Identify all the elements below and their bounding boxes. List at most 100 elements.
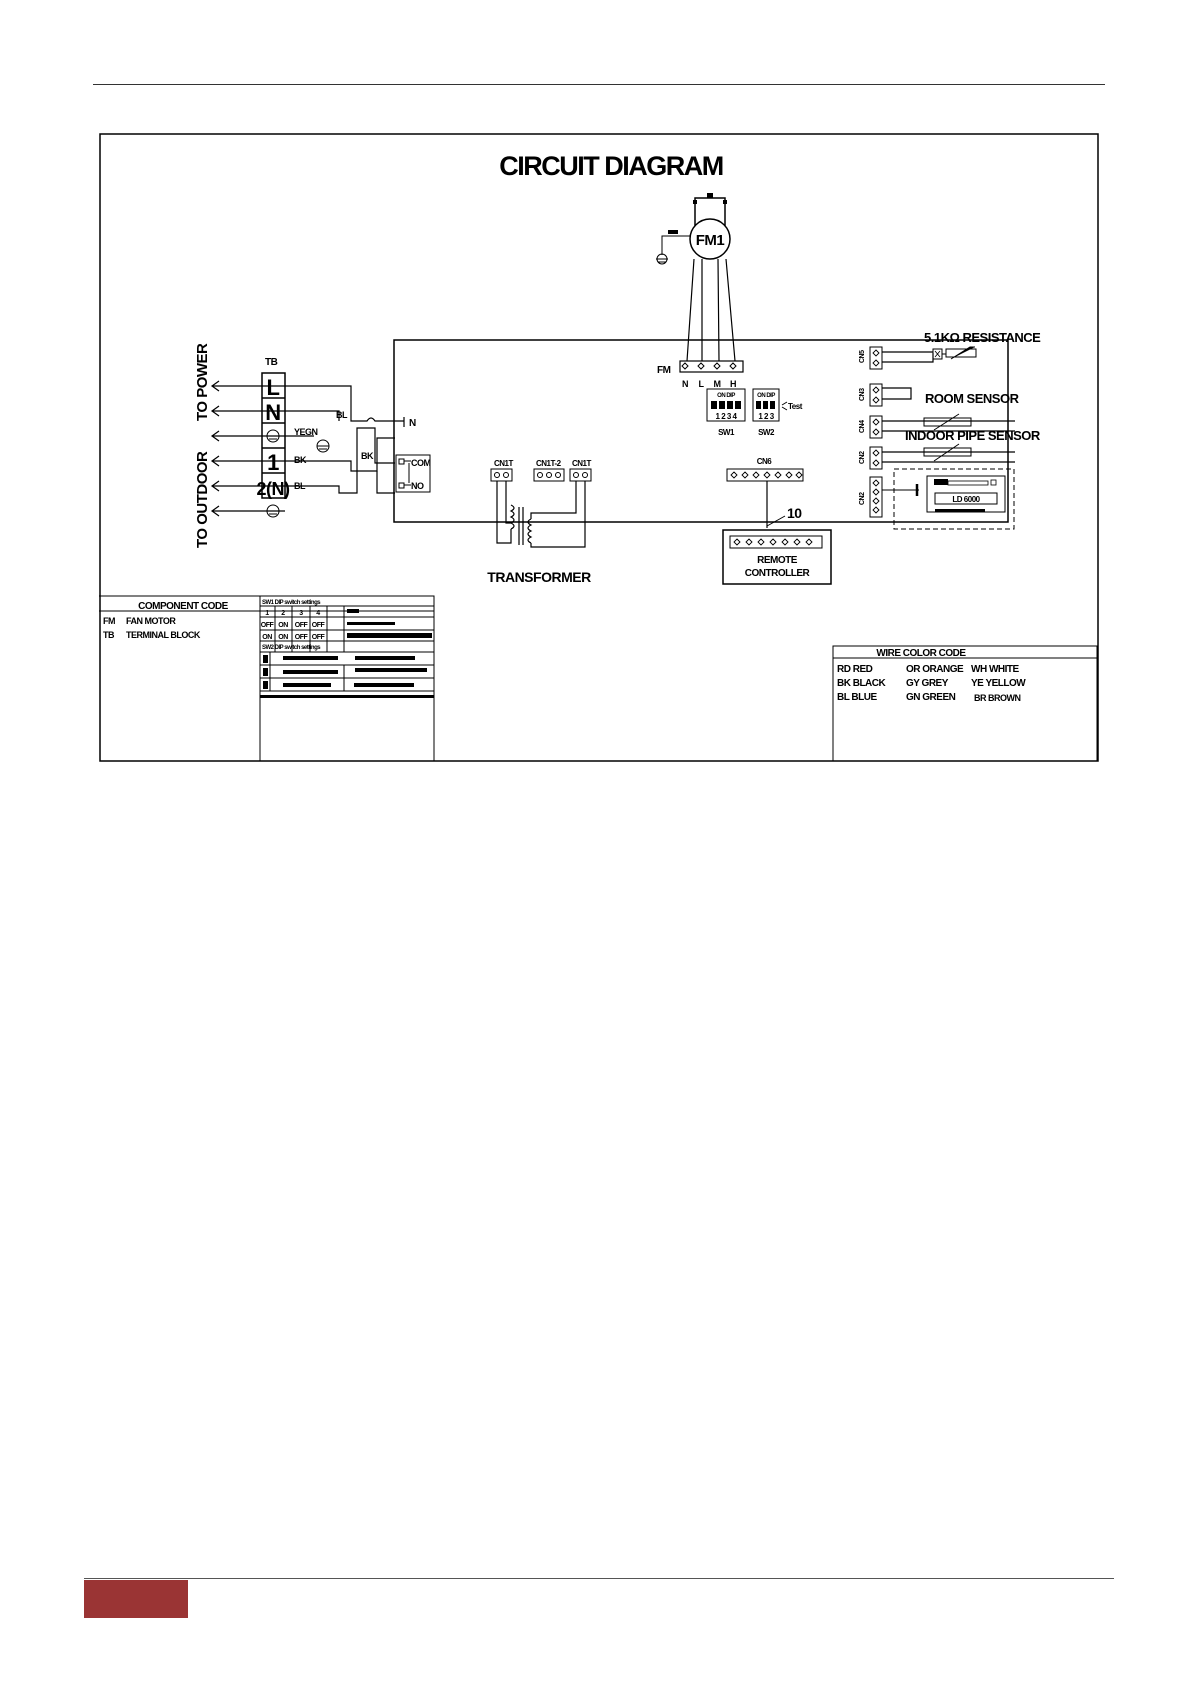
sw1-numbers: 1 2 3 4 (716, 412, 738, 421)
pipe-sensor-label: INDOOR PIPE SENSOR (905, 428, 1041, 443)
sw1-label: SW1 (718, 428, 735, 437)
cn-label-2: CN1T-2 (536, 459, 562, 468)
diagram-frame (99, 133, 1099, 762)
tb-terminal-2n: 2(N) (257, 479, 291, 499)
fm-pin-n: N (682, 379, 688, 389)
transformer (496, 481, 586, 548)
wcc-r2c3: YE YELLOW (971, 678, 1026, 689)
component-code-title: COMPONENT CODE (138, 601, 229, 612)
cn-connector-4: CN6 (726, 457, 804, 482)
wire-label-bk1: BK (294, 455, 307, 465)
dip-row2-c4: OFF (312, 634, 326, 641)
rc-label-4: CN2 (859, 451, 866, 464)
wire-label-bl2: BL (294, 481, 306, 491)
power-arrows (210, 380, 285, 517)
room-sensor-label: ROOM SENSOR (925, 391, 1020, 406)
wire-color-title: WIRE COLOR CODE (876, 648, 966, 659)
wcc-r1c2: OR ORANGE (906, 664, 964, 675)
tb-terminal-l: L (267, 375, 280, 400)
component-code-fm: FM (103, 616, 115, 626)
fm-connector-label: FM (657, 365, 671, 376)
dip-switch-sw2: ON DIP 1 2 3 SW2 Test (752, 388, 803, 437)
relay-no-label: NO (411, 481, 424, 491)
remote-label-2: CONTROLLER (745, 568, 811, 579)
cn-connector-3: CN1T (569, 459, 592, 482)
right-connectors: CN5 CN3 CN4 CN2 CN2 (859, 346, 883, 518)
resistance-component: 5.1KΩ RESISTANCE (882, 330, 1042, 363)
ld-module-label: LD 6000 (952, 495, 980, 504)
tb-terminal-n: N (265, 400, 280, 425)
cn-connector-1: CN1T (490, 459, 514, 482)
cn-connector-2: CN1T-2 (533, 459, 565, 482)
dip-table-h3: 3 (299, 610, 303, 617)
remote-number: 10 (787, 505, 802, 521)
dip-settings-table (259, 595, 435, 762)
wire-label-bk2: BK (361, 451, 374, 461)
to-outdoor-label: TO OUTDOOR (194, 451, 211, 548)
footer-accent-block (84, 1580, 188, 1618)
ld-module: LD 6000 (882, 468, 1015, 530)
fm-connector: FM N L M H (657, 360, 744, 389)
transformer-label: TRANSFORMER (487, 569, 591, 585)
component-name-fm: FAN MOTOR (126, 616, 176, 626)
ground-icon-outdoor (266, 504, 280, 518)
dip-row2-c3: OFF (295, 634, 309, 641)
wire-color-code-box: WIRE COLOR CODE RD RED OR ORANGE WH WHIT… (832, 645, 1098, 762)
sw1-top-label: ON DIP (717, 393, 735, 399)
test-label: Test (788, 402, 803, 411)
rc-label-3: CN4 (859, 420, 866, 433)
wcc-r1c1: RD RED (837, 664, 873, 675)
circuit-diagram: CIRCUIT DIAGRAM FM1 FM N L M H TO POWER … (99, 133, 1099, 762)
pipe-sensor: INDOOR PIPE SENSOR (882, 428, 1041, 463)
dip-table-title1: SW1 DIP switch settings (262, 600, 321, 606)
tb-label: TB (265, 357, 278, 368)
room-sensor: ROOM SENSOR (882, 387, 1020, 432)
dip-switch-sw1: ON DIP 1 2 3 4 SW1 (706, 388, 746, 437)
dip-table-title2: SW2 DIP switch settings (262, 645, 321, 651)
dip-row1-c2: ON (278, 622, 288, 629)
ground-icon-yegn (316, 439, 330, 453)
fm-pin-l: L (699, 379, 705, 389)
wcc-r2c1: BK BLACK (837, 678, 886, 689)
sw2-label: SW2 (758, 428, 775, 437)
dip-row2-c1: ON (262, 634, 272, 641)
tb-terminal-1: 1 (267, 450, 279, 475)
footer-rule (84, 1578, 1114, 1579)
board-n-label: N (409, 418, 416, 429)
ground-icon-motor (656, 253, 668, 265)
component-name-tb: TERMINAL BLOCK (126, 630, 201, 640)
dip-row1-c3: OFF (295, 622, 309, 629)
board-n-terminal: N (403, 417, 417, 429)
dip-row1-c1: OFF (261, 622, 275, 629)
power-wiring (285, 385, 404, 494)
remote-controller: 10 REMOTE CONTROLLER (722, 481, 832, 585)
relay-com-label: COM (411, 458, 431, 468)
dip-table-h1: 1 (265, 610, 269, 617)
terminal-block: TB L N 1 2(N) (257, 357, 291, 499)
fan-motor-label: FM1 (696, 232, 725, 249)
cn-label-4: CN6 (757, 457, 773, 466)
cn-label-3: CN1T (572, 459, 592, 468)
rc-label-1: CN5 (859, 350, 866, 363)
dip-table-redactions (260, 609, 434, 698)
diagram-title: CIRCUIT DIAGRAM (499, 151, 722, 181)
header-rule (93, 84, 1105, 85)
dip-row1-c4: OFF (312, 622, 326, 629)
wcc-r2c2: GY GREY (906, 678, 949, 689)
remote-label-1: REMOTE (757, 555, 798, 566)
wcc-r3c3: BR BROWN (974, 693, 1021, 703)
fm-pin-h: H (730, 379, 736, 389)
dip-table-h4: 4 (316, 610, 320, 617)
wire-label-yegn: YEGN (294, 427, 318, 437)
wcc-r1c3: WH WHITE (971, 664, 1019, 675)
cn-label-1: CN1T (494, 459, 514, 468)
resistance-label: 5.1KΩ RESISTANCE (924, 330, 1041, 345)
relay: COM NO (395, 454, 431, 493)
to-power-label: TO POWER (194, 343, 211, 421)
fan-motor: FM1 (661, 193, 736, 362)
dip-row2-c2: ON (278, 634, 288, 641)
component-code-tb: TB (103, 630, 115, 640)
rc-label-2: CN3 (859, 388, 866, 401)
wcc-r3c1: BL BLUE (837, 692, 877, 703)
rc-label-5: CN2 (859, 492, 866, 505)
